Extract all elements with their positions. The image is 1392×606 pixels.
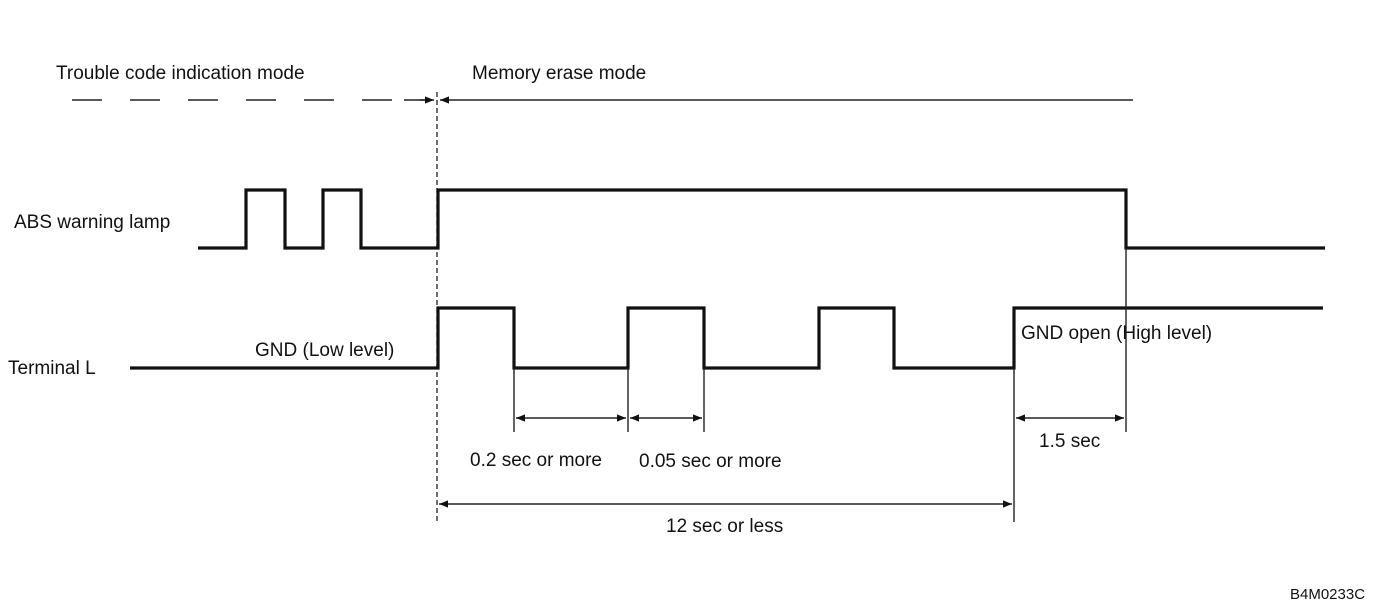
memory-erase-mode-label: Memory erase mode bbox=[472, 63, 646, 84]
figure-code: B4M0233C bbox=[1290, 586, 1365, 603]
abs-warning-lamp-waveform bbox=[198, 188, 1325, 250]
trouble-code-mode-label: Trouble code indication mode bbox=[56, 63, 305, 84]
gnd-open-high-level-label: GND open (High level) bbox=[1021, 323, 1212, 344]
terminal-l-waveform bbox=[130, 306, 1323, 370]
total-time-label: 12 sec or less bbox=[666, 516, 783, 537]
gnd-low-level-label: GND (Low level) bbox=[255, 340, 394, 361]
abs-warning-lamp-label: ABS warning lamp bbox=[14, 212, 170, 233]
hold-time-label: 1.5 sec bbox=[1039, 431, 1100, 452]
high-time-label: 0.05 sec or more bbox=[639, 451, 782, 472]
low-time-label: 0.2 sec or more bbox=[470, 450, 602, 471]
terminal-l-label: Terminal L bbox=[8, 358, 96, 379]
